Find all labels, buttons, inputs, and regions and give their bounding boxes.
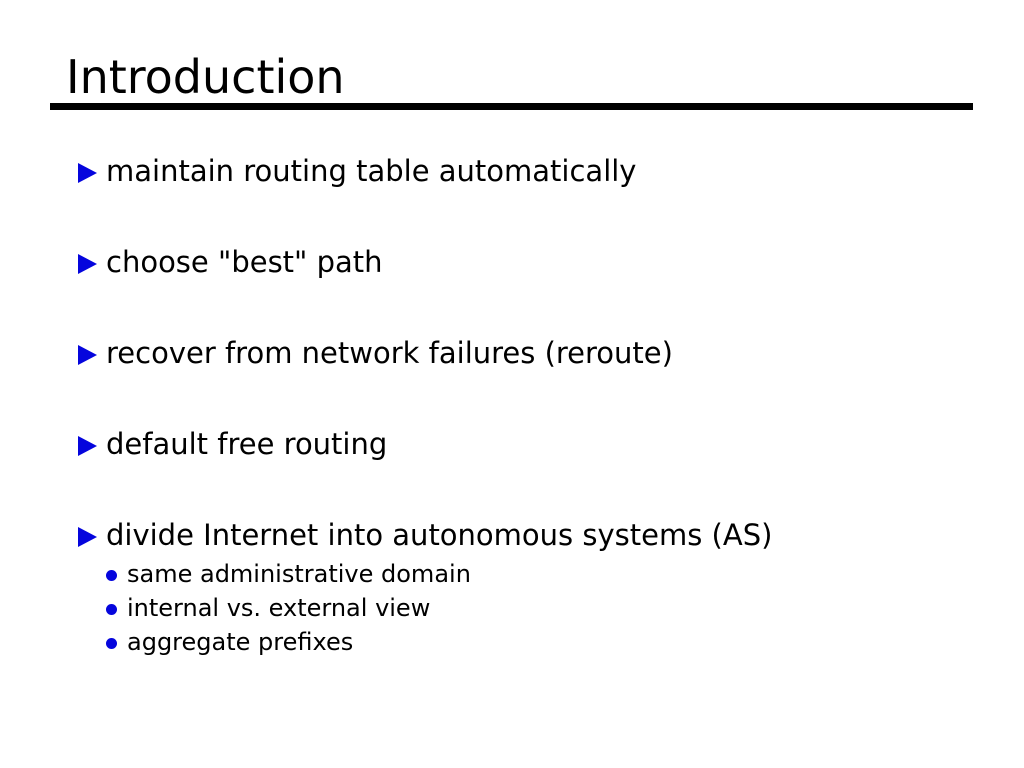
title-underline-rule <box>50 103 973 110</box>
bullet-item: divide Internet into autonomous systems … <box>78 517 1004 553</box>
sub-bullet-text: aggregate prefixes <box>127 628 354 656</box>
dot-bullet-icon <box>106 570 117 581</box>
bullet-text: divide Internet into autonomous systems … <box>106 518 773 552</box>
bullet-item: choose "best" path <box>78 244 1004 280</box>
sub-bullet-text: internal vs. external view <box>127 594 431 622</box>
bullet-text: recover from network failures (reroute) <box>106 336 673 370</box>
sub-bullet-item: internal vs. external view <box>78 591 1004 625</box>
sub-bullet-list: same administrative domain internal vs. … <box>78 557 1004 659</box>
dot-bullet-icon <box>106 604 117 615</box>
triangle-bullet-icon <box>78 435 97 456</box>
bullet-item: default free routing <box>78 426 1004 462</box>
slide-title: Introduction <box>66 50 345 104</box>
triangle-bullet-icon <box>78 344 97 365</box>
triangle-bullet-icon <box>78 526 97 547</box>
sub-bullet-text: same administrative domain <box>127 560 471 588</box>
bullet-text: default free routing <box>106 427 388 461</box>
bullet-item: recover from network failures (reroute) <box>78 335 1004 371</box>
slide-body: maintain routing table automatically cho… <box>78 153 1004 659</box>
dot-bullet-icon <box>106 638 117 649</box>
sub-bullet-item: aggregate prefixes <box>78 625 1004 659</box>
bullet-text: choose "best" path <box>106 245 383 279</box>
triangle-bullet-icon <box>78 162 97 183</box>
triangle-bullet-icon <box>78 253 97 274</box>
bullet-item: maintain routing table automatically <box>78 153 1004 189</box>
bullet-text: maintain routing table automatically <box>106 154 637 188</box>
sub-bullet-item: same administrative domain <box>78 557 1004 591</box>
